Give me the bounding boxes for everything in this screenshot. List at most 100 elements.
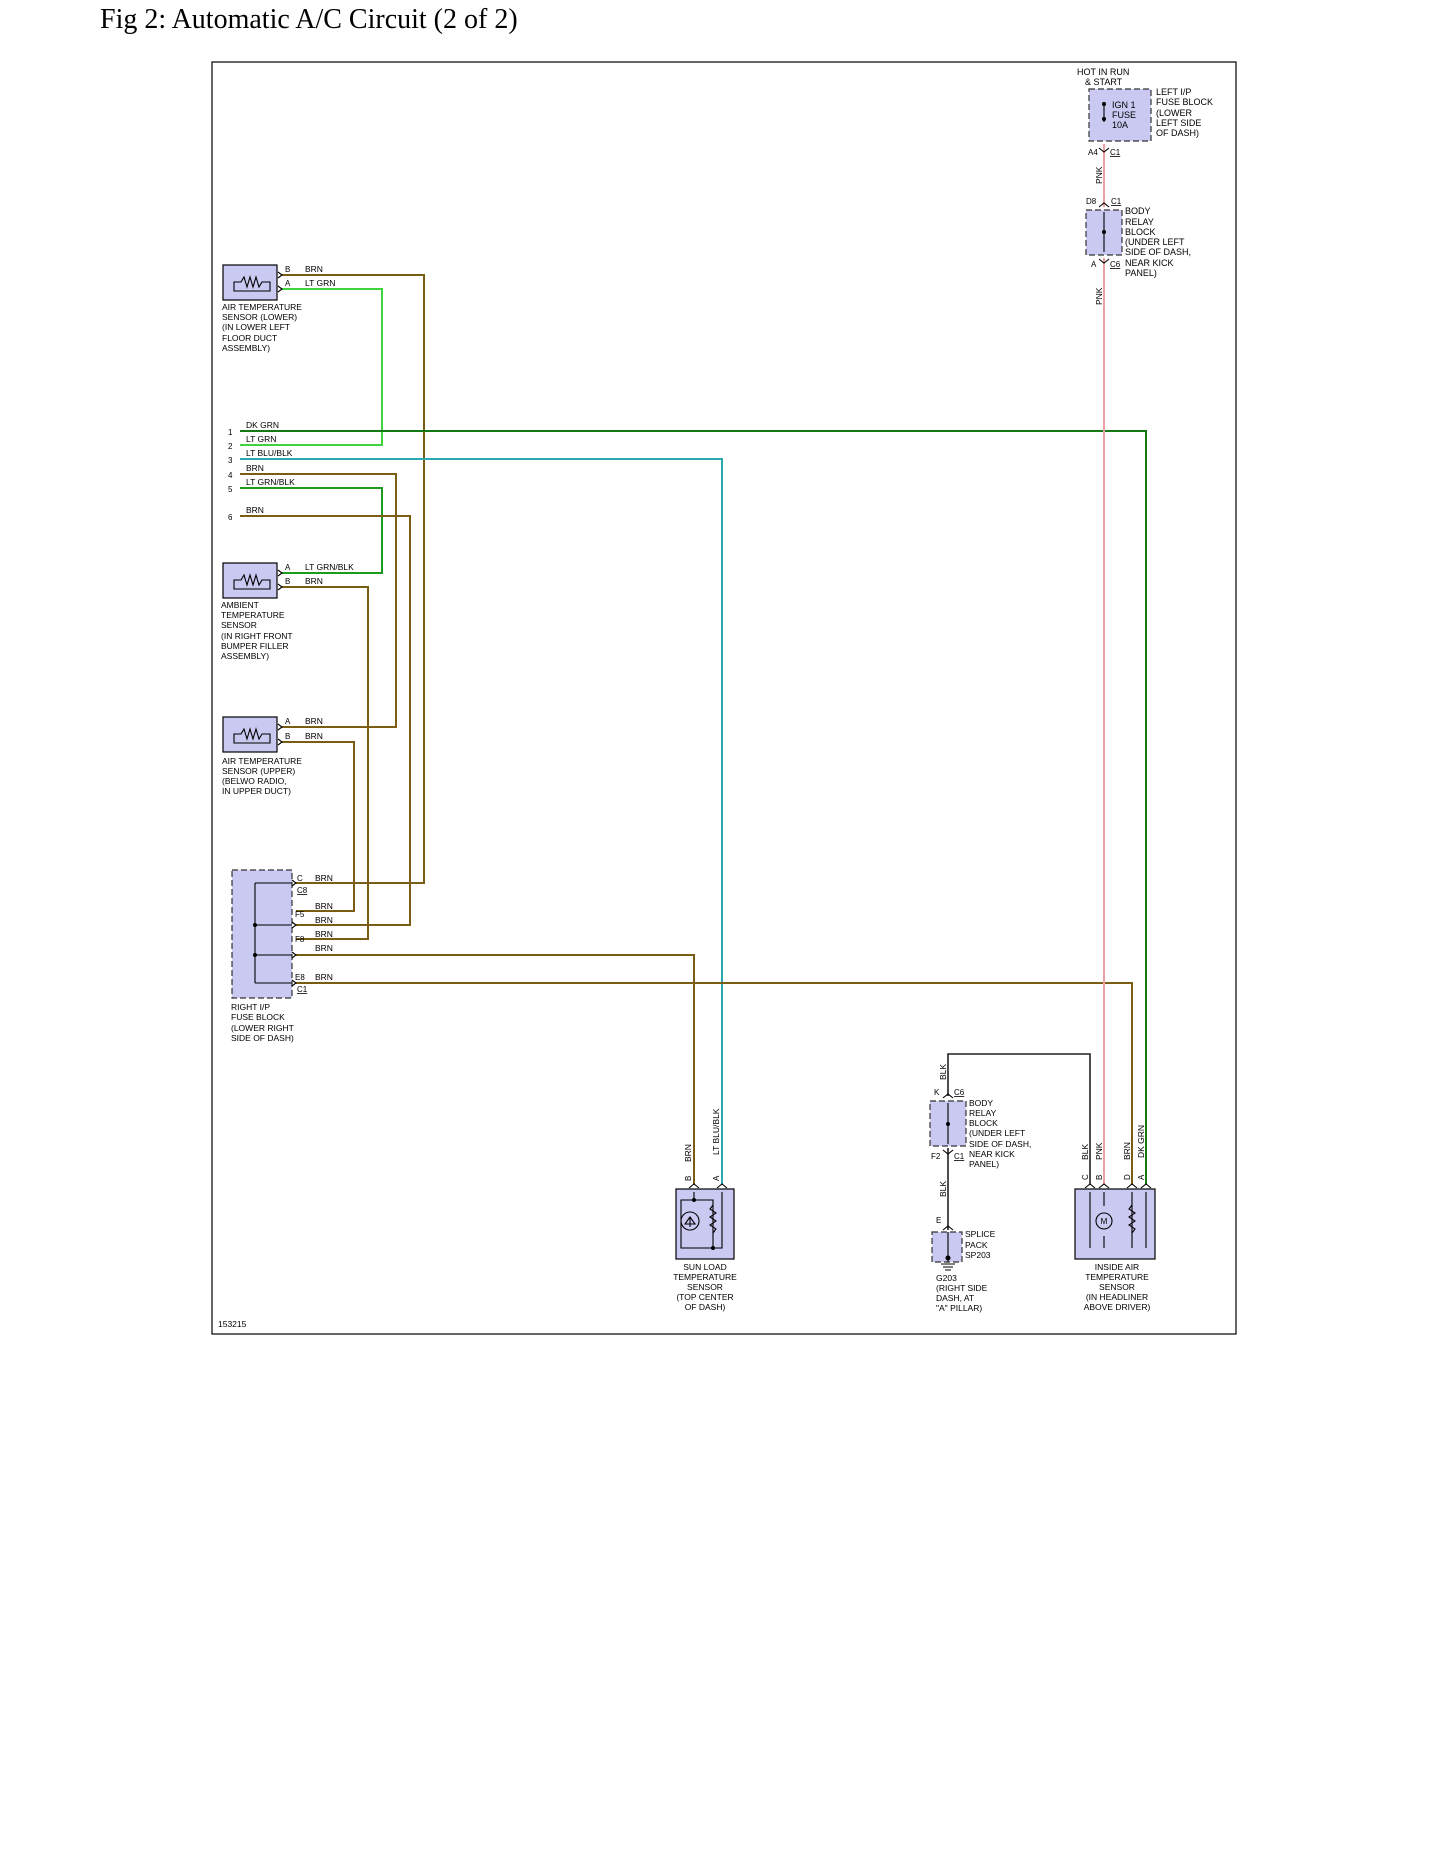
- ground-path: BLK K C6 BODY RELAY BLOCK (UNDER LEFT SI…: [929, 1064, 1031, 1313]
- relay-top-label-1: BODY: [1125, 206, 1151, 216]
- fuse-block-chevron-3: [291, 951, 297, 959]
- fuse-label-3: 10A: [1112, 120, 1128, 130]
- splice-chevron: [942, 1225, 954, 1231]
- right-fuse-label-4: SIDE OF DASH): [231, 1033, 294, 1043]
- wire-row5-ltgrnblk: [240, 487, 383, 574]
- sensor-lower-label-2: SENSOR (LOWER): [222, 312, 297, 322]
- ambient-wire-a: LT GRN/BLK: [305, 562, 354, 572]
- ambient-label-5: BUMPER FILLER: [221, 641, 289, 651]
- row-4-wire: BRN: [246, 463, 264, 473]
- sensor-upper-chevron-a: [277, 723, 283, 731]
- fuse-block-label-1: LEFT I/P: [1156, 87, 1191, 97]
- sensor-lower-label-4: FLOOR DUCT: [222, 333, 277, 343]
- sun-load-wire-b: BRN: [683, 1144, 693, 1162]
- relay-top-label-6: NEAR KICK: [1125, 258, 1174, 268]
- ambient-label-2: TEMPERATURE: [221, 610, 285, 620]
- fuse-block-chevron-1: [291, 879, 297, 887]
- conn-c1-top: C1: [1110, 148, 1121, 157]
- ground-relay-label-6: NEAR KICK: [969, 1149, 1015, 1159]
- sensor-lower-label-3: (IN LOWER LEFT: [222, 322, 290, 332]
- sun-load-node: [692, 1198, 696, 1202]
- photodiode-icon: [680, 1211, 700, 1231]
- row-3-num: 3: [228, 456, 233, 465]
- fuse-node-top: [1102, 102, 1106, 106]
- inside-air-chevron-b: [1098, 1183, 1110, 1189]
- row-2-wire: LT GRN: [246, 434, 276, 444]
- ambient-pin-a: A: [285, 563, 291, 572]
- ground-conn-c6: C6: [954, 1088, 965, 1097]
- ambient-pin-b: B: [285, 577, 290, 586]
- wire-insideair-brn: [296, 982, 1133, 1184]
- ambient-chevron-a: [277, 569, 283, 577]
- pin-a-relay: A: [1091, 260, 1097, 269]
- fuse-block-label-4: LEFT SIDE: [1156, 118, 1201, 128]
- photodiode-arrow-icon: [683, 1216, 697, 1227]
- inside-air-wire-dkgrn: DK GRN: [1136, 1125, 1146, 1158]
- sensor-lower-chevron-b: [277, 271, 283, 279]
- ground-label-1: G203: [936, 1273, 957, 1283]
- ground-relay-label-3: BLOCK: [969, 1118, 998, 1128]
- ground-conn-c1: C1: [954, 1152, 965, 1161]
- sensor-upper-pin-b: B: [285, 732, 290, 741]
- right-ip-fuse-block: C C8 BRN F5 BRN BRN F8 BRN BRN E8 C1 BRN…: [231, 869, 333, 1043]
- sensor-upper-label-1: AIR TEMPERATURE: [222, 756, 302, 766]
- wire-ambient-brn: [282, 586, 369, 940]
- ground-chevron-bottom: [942, 1149, 954, 1155]
- inside-air-body: [1074, 1188, 1156, 1260]
- wire-dkgrn: [240, 430, 1147, 1184]
- right-fuse-label-1: RIGHT I/P: [231, 1002, 270, 1012]
- sensor-upper-label-3: (BELWO RADIO,: [222, 776, 287, 786]
- ground-wire-top: BLK: [938, 1064, 948, 1080]
- row-6-num: 6: [228, 513, 233, 522]
- fuse-block-wire-4: BRN: [315, 929, 333, 939]
- wire-label-pnk-2: PNK: [1094, 287, 1104, 305]
- resistor-icon: [1128, 1204, 1136, 1234]
- wire-sunload-brn: [296, 954, 695, 1184]
- wire-row4-brn: [240, 473, 397, 728]
- sun-load-label-5: OF DASH): [685, 1302, 726, 1312]
- row-6-wire: BRN: [246, 505, 264, 515]
- wire-label-pnk-1: PNK: [1094, 166, 1104, 184]
- hot-label-2: & START: [1085, 77, 1123, 87]
- row-1-num: 1: [228, 428, 233, 437]
- inside-air-chevron-d: [1126, 1183, 1138, 1189]
- sensor-lower-wire-b: BRN: [305, 264, 323, 274]
- ground-relay-label-1: BODY: [969, 1098, 993, 1108]
- row-5-wire: LT GRN/BLK: [246, 477, 295, 487]
- ground-chevron-top: [942, 1093, 954, 1099]
- fuse-block-pin-f8: F8: [295, 935, 305, 944]
- sun-load-node-2: [711, 1246, 715, 1250]
- wire-upper-brn: [282, 741, 355, 912]
- relay-node-top: [1102, 230, 1106, 234]
- fuse-block-chevron-2: [291, 921, 297, 929]
- ground-wire-mid: BLK: [938, 1181, 948, 1197]
- ambient-label-6: ASSEMBLY): [221, 651, 269, 661]
- hot-label-1: HOT IN RUN: [1077, 67, 1129, 77]
- sun-load-sensor: BRN LT BLU/BLK B A SUN LOAD TEMPERATURE …: [673, 1108, 737, 1312]
- inside-air-label-2: TEMPERATURE: [1085, 1272, 1149, 1282]
- splice-label-1: SPLICE: [965, 1229, 996, 1239]
- power-source: HOT IN RUN & START IGN 1 FUSE 10A LEFT I…: [1077, 67, 1213, 305]
- ambient-label-3: SENSOR: [221, 620, 257, 630]
- inside-air-label-5: ABOVE DRIVER): [1084, 1302, 1151, 1312]
- row-5-num: 5: [228, 485, 233, 494]
- ground-relay-label-7: PANEL): [969, 1159, 999, 1169]
- inside-air-wire-pnk: PNK: [1094, 1142, 1104, 1160]
- ambient-label-4: (IN RIGHT FRONT: [221, 631, 293, 641]
- right-fuse-label-2: FUSE BLOCK: [231, 1012, 285, 1022]
- inside-air-wire-brn: BRN: [1122, 1142, 1132, 1160]
- row-3-wire: LT BLU/BLK: [246, 448, 293, 458]
- inside-air-chevron-a: [1140, 1183, 1152, 1189]
- fuse-label-2: FUSE: [1112, 110, 1136, 120]
- thermistor-icon: [233, 275, 271, 292]
- ground-relay-label-4: (UNDER LEFT: [969, 1128, 1025, 1138]
- fuse-block-chevron-4: [291, 979, 297, 987]
- ground-pin-e: E: [936, 1216, 941, 1225]
- sensor-upper-label-4: IN UPPER DUCT): [222, 786, 291, 796]
- sun-load-label-1: SUN LOAD: [683, 1262, 726, 1272]
- wire-ltblu-blk: [240, 458, 723, 1184]
- air-temp-sensor-upper: A BRN B BRN AIR TEMPERATURE SENSOR (UPPE…: [222, 716, 323, 796]
- pin-a4: A4: [1088, 148, 1098, 157]
- relay-top-label-3: BLOCK: [1125, 227, 1156, 237]
- inside-air-pin-b: B: [1095, 1175, 1104, 1180]
